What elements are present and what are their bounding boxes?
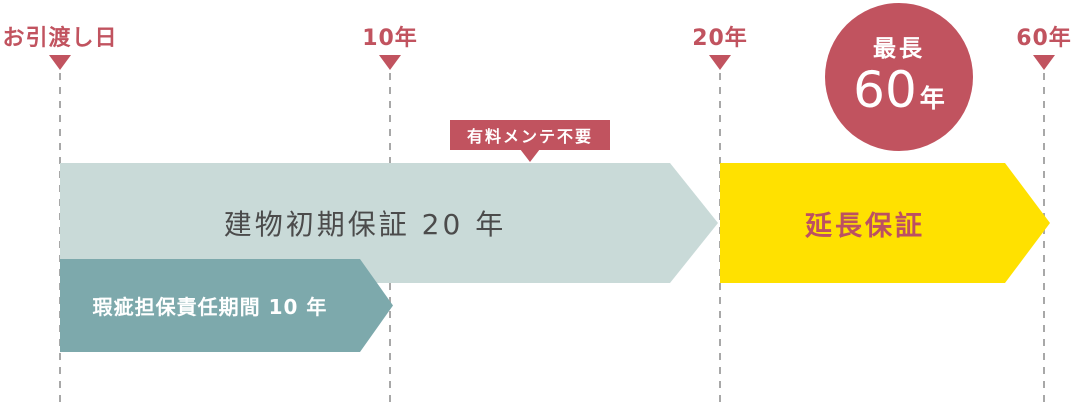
dashed-guideline <box>1043 73 1045 402</box>
triangle-down-icon <box>49 55 71 70</box>
max-duration-value: 60 <box>853 61 917 120</box>
triangle-down-icon <box>709 55 731 70</box>
marker-label-year-60: 60年 <box>1016 26 1072 51</box>
triangle-down-icon <box>379 55 401 70</box>
extended-warranty-arrow: 延長保証 <box>720 163 1050 283</box>
defect-liability-label: 瑕疵担保責任期間 10 年 <box>92 295 328 319</box>
marker-label-year-20: 20年 <box>692 26 748 51</box>
badge-pointer-triangle-icon <box>520 149 540 162</box>
max-duration-value-row: 60 年 <box>853 64 945 117</box>
maintenance-badge-label: 有料メンテ不要 <box>466 127 593 146</box>
marker-label-delivery-day: お引渡し日 <box>2 26 118 51</box>
marker-label-year-10: 10年 <box>362 26 418 51</box>
defect-liability-arrow: 瑕疵担保責任期間 10 年 <box>60 259 393 352</box>
maintenance-badge: 有料メンテ不要 <box>450 120 610 162</box>
triangle-down-icon <box>1033 55 1055 70</box>
max-duration-prefix: 最長 <box>873 36 925 63</box>
extended-warranty-label: 延長保証 <box>805 210 925 242</box>
initial-warranty-label: 建物初期保証 20 年 <box>223 208 507 241</box>
max-duration-circle: 最長 60 年 <box>825 3 973 151</box>
max-duration-unit: 年 <box>919 84 945 114</box>
